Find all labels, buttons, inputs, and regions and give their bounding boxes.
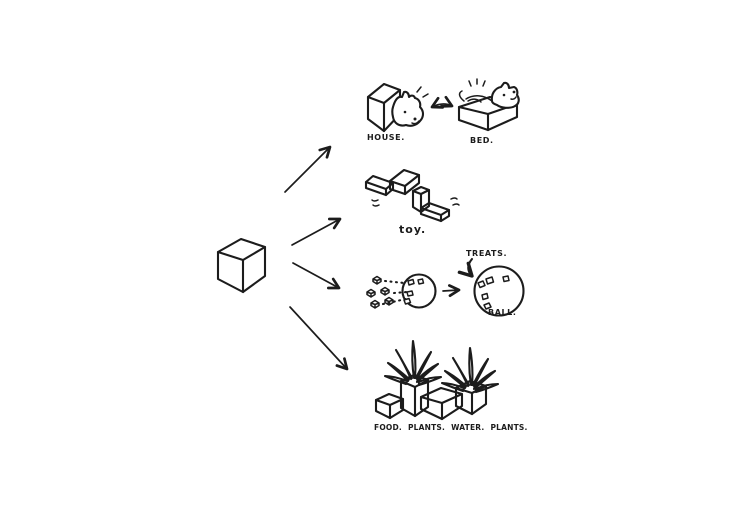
folding-blocks-toy-icon (364, 168, 460, 223)
planter-boxes-icon (374, 339, 500, 421)
dog-peeking-box-icon (366, 82, 429, 133)
forward-arrow-icon (442, 284, 461, 298)
bed-label: BED. (470, 136, 494, 145)
caption-plants-1: PLANTS. (407, 423, 446, 432)
toy-label: toy. (399, 223, 427, 236)
treat-cubes-scatter-icon (366, 275, 409, 309)
planters-caption: FOOD. PLANTS. WATER. PLANTS. (374, 423, 528, 432)
arrow-to-house-icon (284, 145, 332, 193)
swap-arrow-icon (430, 95, 454, 109)
treat-ball-icon (457, 257, 525, 317)
holey-ball-icon (401, 273, 437, 309)
cardboard-box-icon (216, 237, 267, 294)
dog-lying-box-icon (457, 78, 520, 132)
branch-arrows (284, 145, 349, 371)
house-label: HOUSE. (367, 133, 405, 142)
arrow-to-toy-icon (291, 217, 342, 246)
arrow-to-ball-icon (292, 262, 341, 290)
caption-water: WATER. (451, 423, 485, 432)
caption-plants-2: PLANTS. (490, 423, 528, 432)
ball-label: BALL. (488, 308, 517, 317)
caption-food: FOOD. (374, 423, 402, 432)
treats-pointer-arrow-icon (457, 257, 474, 278)
treats-label: TREATS. (466, 249, 508, 258)
arrow-to-plants-icon (289, 306, 349, 371)
